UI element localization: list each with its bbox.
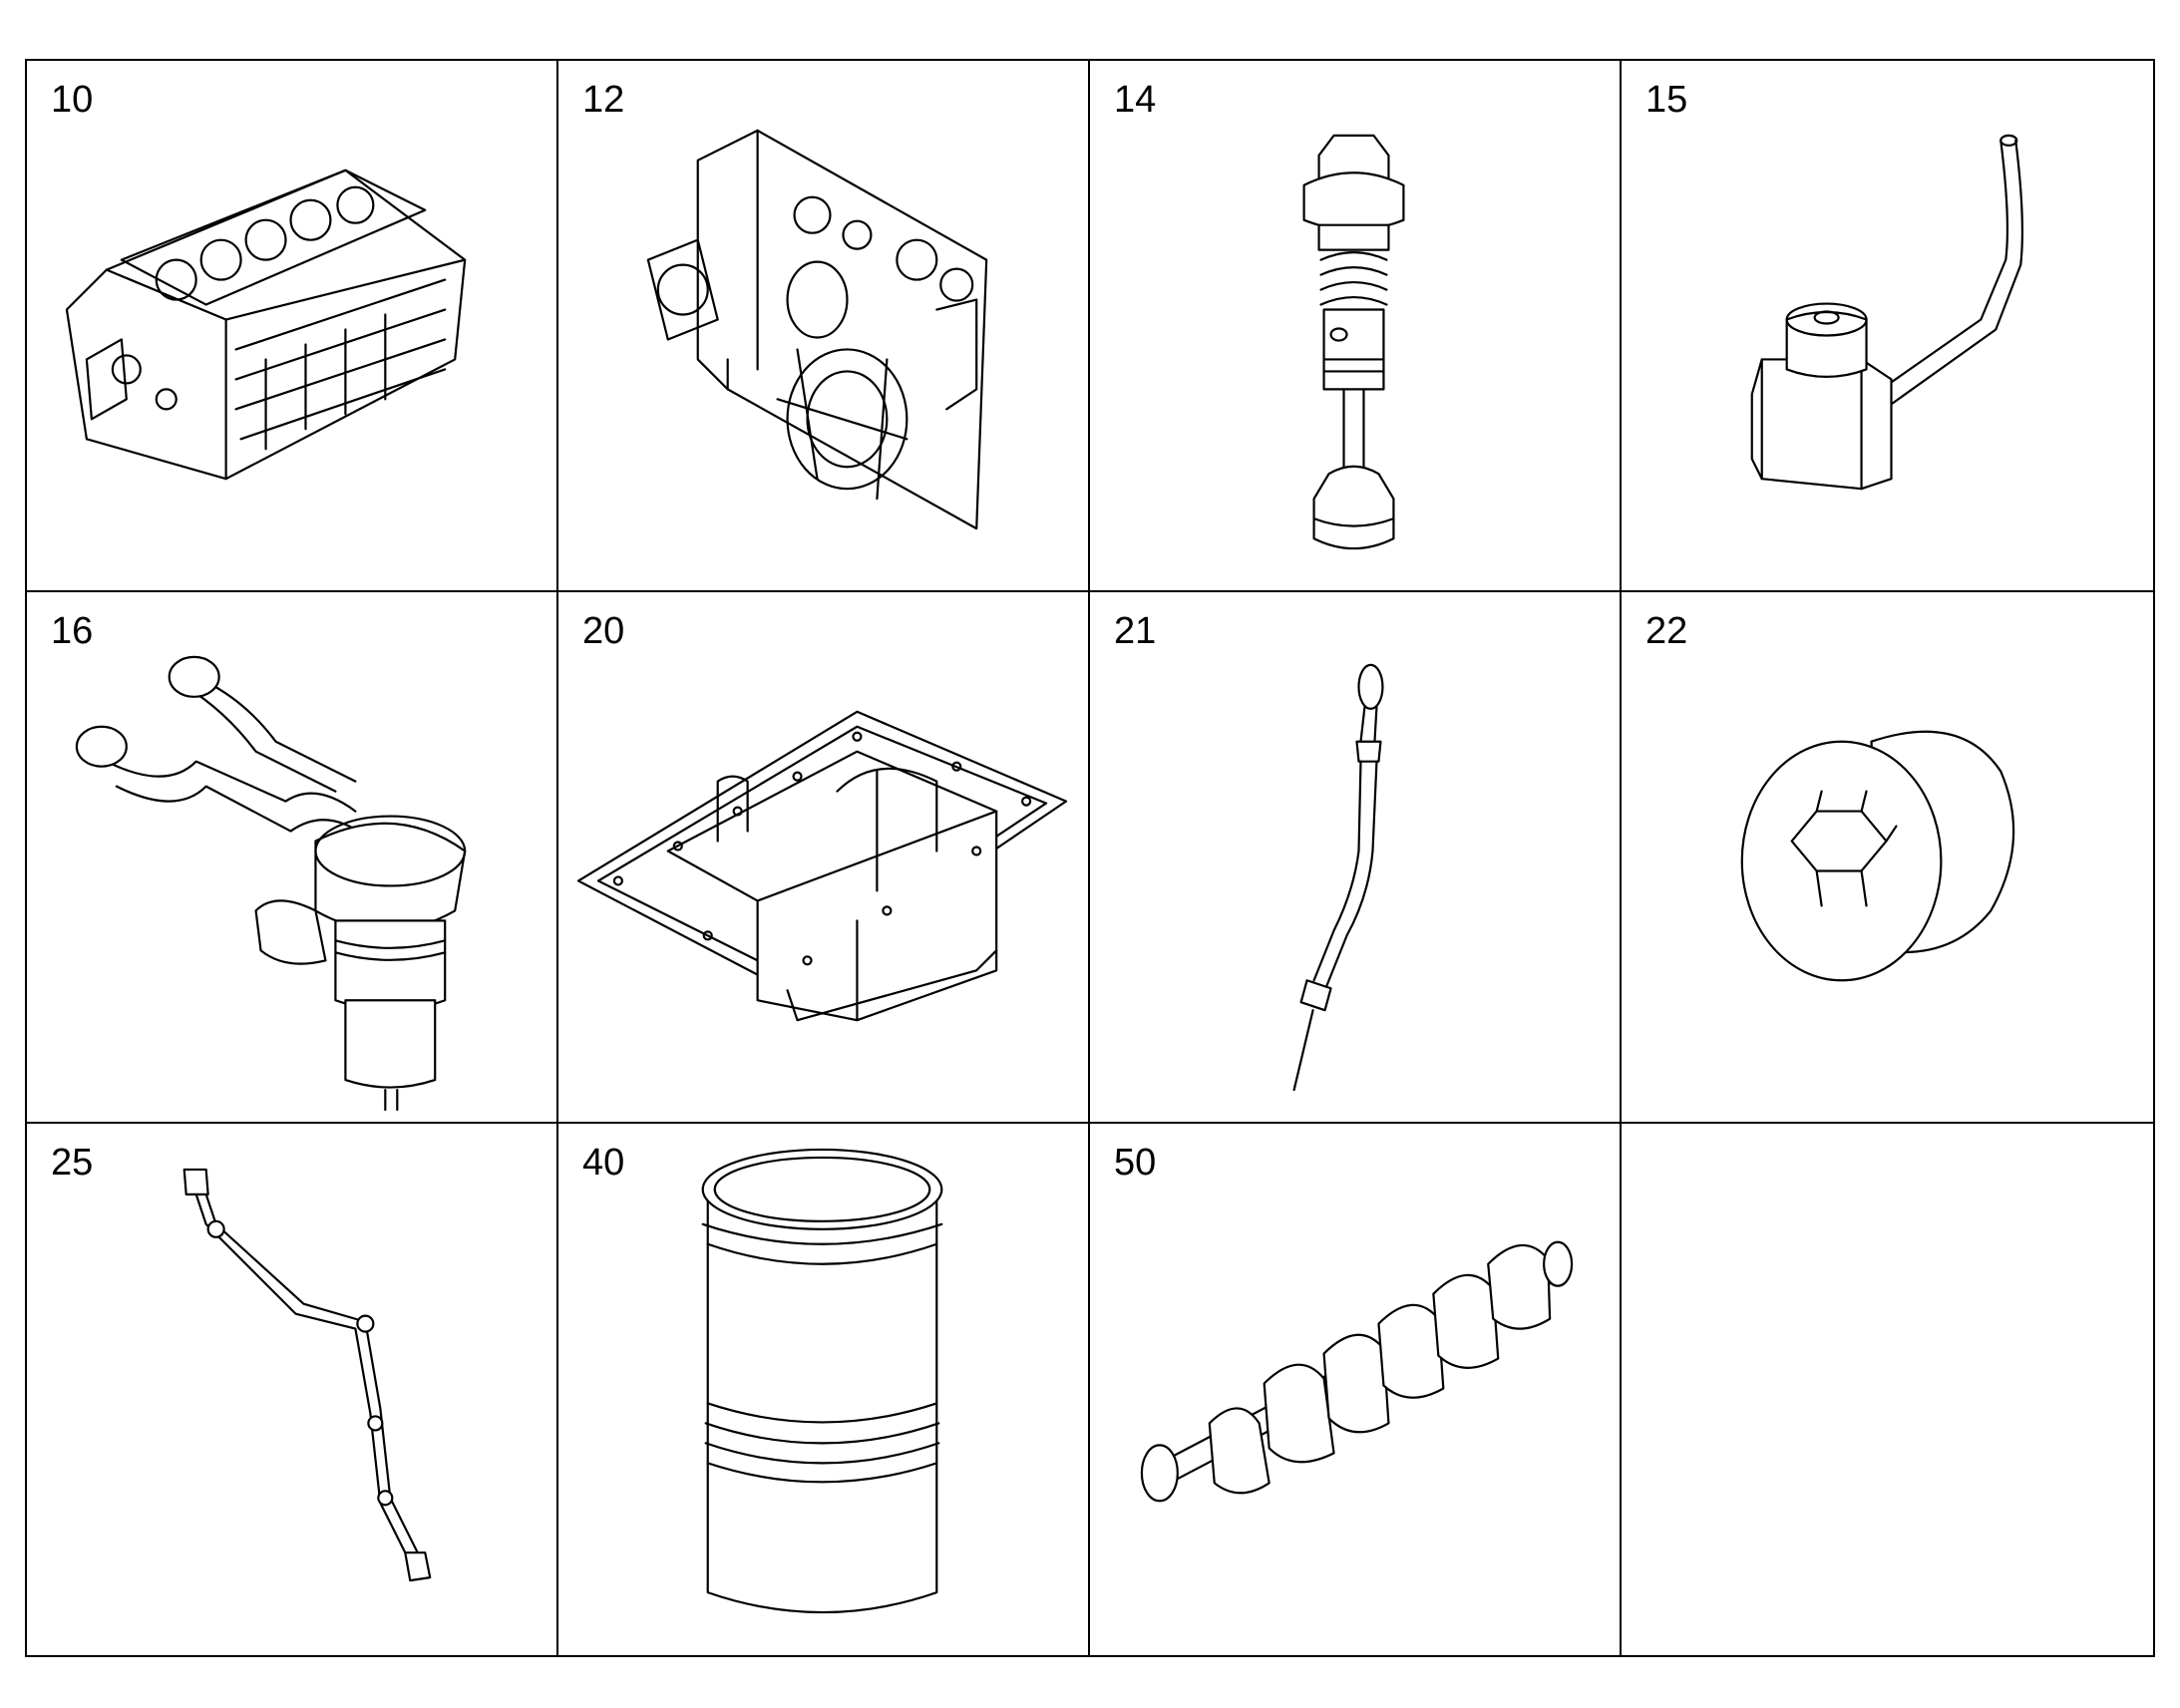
part-number: 20 <box>582 610 625 652</box>
part-cell-50[interactable]: 50 <box>1090 1124 1622 1655</box>
empty-cell <box>1622 1124 2153 1655</box>
crankshaft-icon <box>1140 1240 1574 1503</box>
cylinder-liner-icon <box>701 1148 943 1614</box>
oil-separator-icon <box>75 655 467 1112</box>
oil-line-icon <box>182 1168 432 1582</box>
part-number: 21 <box>1114 610 1157 652</box>
parts-grid: 10 12 <box>25 59 2155 1657</box>
part-cell-40[interactable]: 40 <box>558 1124 1090 1655</box>
part-cell-20[interactable]: 20 <box>558 592 1090 1124</box>
part-cell-10[interactable]: 10 <box>27 61 558 592</box>
part-number: 16 <box>51 610 94 652</box>
part-cell-22[interactable]: 22 <box>1622 592 2153 1124</box>
part-number: 50 <box>1114 1142 1157 1184</box>
part-cell-14[interactable]: 14 <box>1090 61 1622 592</box>
part-number: 15 <box>1645 79 1688 121</box>
part-cell-15[interactable]: 15 <box>1622 61 2153 592</box>
oil-pan-icon <box>576 710 1068 1022</box>
valve-icon <box>1302 134 1405 550</box>
part-number: 10 <box>51 79 94 121</box>
plug-screw-icon <box>1740 730 2015 982</box>
part-cell-12[interactable]: 12 <box>558 61 1090 592</box>
part-number: 22 <box>1645 610 1688 652</box>
engine-block-icon <box>65 169 467 481</box>
part-cell-25[interactable]: 25 <box>27 1124 558 1655</box>
oil-nozzle-icon <box>1750 134 2024 491</box>
dipstick-icon <box>1292 663 1384 1092</box>
part-number: 14 <box>1114 79 1157 121</box>
part-number: 40 <box>582 1142 625 1184</box>
part-number: 12 <box>582 79 625 121</box>
part-cell-16[interactable]: 16 <box>27 592 558 1124</box>
part-number: 25 <box>51 1142 94 1184</box>
timing-case-icon <box>646 129 988 530</box>
part-cell-21[interactable]: 21 <box>1090 592 1622 1124</box>
